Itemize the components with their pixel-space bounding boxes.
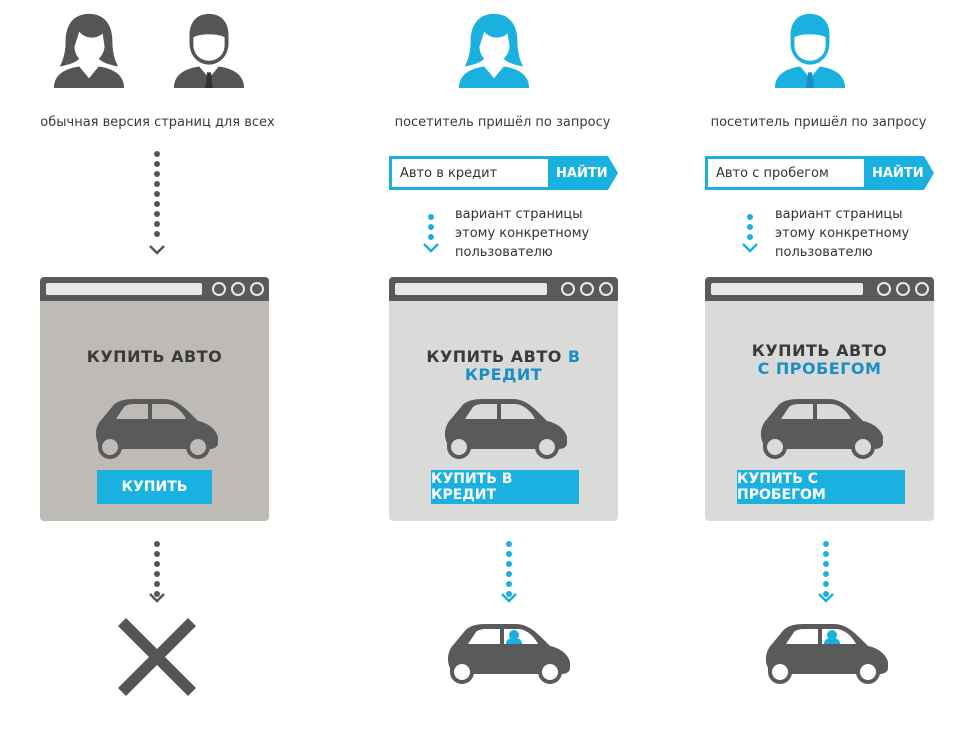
page-title: КУПИТЬ АВТО xyxy=(86,347,223,366)
browser-titlebar xyxy=(40,277,269,301)
page-title: КУПИТЬ АВТО С ПРОБЕГОМ xyxy=(751,341,888,378)
browser-window-common: КУПИТЬ АВТО КУПИТЬ xyxy=(40,277,269,521)
search-button[interactable]: НАЙТИ xyxy=(548,156,618,190)
variant-line: вариант страницы xyxy=(455,207,583,222)
browser-window-credit: КУПИТЬ АВТО В КРЕДИТ КУПИТЬ В КРЕДИТ xyxy=(389,277,618,521)
variant-note: вариант страницы этому конкретному польз… xyxy=(775,205,909,262)
dotted-arrow xyxy=(153,151,161,241)
browser-titlebar xyxy=(389,277,618,301)
variant-line: пользователю xyxy=(455,245,553,260)
man-avatar-icon xyxy=(173,13,245,88)
chevron-down-icon xyxy=(149,245,165,255)
woman-avatar-icon xyxy=(53,13,125,88)
window-control-icon xyxy=(250,282,264,296)
search-bar-used[interactable]: Авто с пробегом НАЙТИ xyxy=(705,156,934,190)
window-control-icon xyxy=(231,282,245,296)
buy-credit-button[interactable]: КУПИТЬ В КРЕДИТ xyxy=(431,470,579,504)
dotted-arrow xyxy=(746,214,754,244)
dotted-arrow xyxy=(427,214,435,244)
car-icon xyxy=(444,399,567,459)
car-with-driver-icon xyxy=(765,624,888,684)
address-bar xyxy=(395,283,547,295)
variant-line: этому конкретному xyxy=(455,226,590,241)
window-control-icon xyxy=(561,282,575,296)
variant-note: вариант страницы этому конкретному польз… xyxy=(455,205,589,262)
window-control-icon xyxy=(212,282,226,296)
caption-query-credit: посетитель пришёл по запросу xyxy=(394,115,611,130)
buy-used-button[interactable]: КУПИТЬ С ПРОБЕГОМ xyxy=(737,470,905,504)
search-bar-credit[interactable]: Авто в кредит НАЙТИ xyxy=(389,156,618,190)
variant-line: пользователю xyxy=(775,245,873,260)
chevron-down-icon xyxy=(501,593,517,603)
chevron-down-icon xyxy=(149,593,165,603)
address-bar xyxy=(46,283,202,295)
car-icon xyxy=(760,399,883,459)
caption-common: обычная версия страниц для всех xyxy=(40,115,275,130)
car-with-driver-icon xyxy=(447,624,570,684)
variant-line: этому конкретному xyxy=(775,226,910,241)
browser-titlebar xyxy=(705,277,934,301)
search-input[interactable]: Авто с пробегом xyxy=(705,156,864,190)
chevron-down-icon xyxy=(818,593,834,603)
dotted-arrow xyxy=(153,541,161,601)
woman-avatar-icon xyxy=(458,13,530,88)
man-avatar-icon xyxy=(774,13,846,88)
reject-x-icon xyxy=(118,618,196,696)
window-control-icon xyxy=(877,282,891,296)
car-icon xyxy=(95,399,218,459)
search-button[interactable]: НАЙТИ xyxy=(864,156,934,190)
browser-window-used: КУПИТЬ АВТО С ПРОБЕГОМ КУПИТЬ С ПРОБЕГОМ xyxy=(705,277,934,521)
window-control-icon xyxy=(599,282,613,296)
caption-query-used: посетитель пришёл по запросу xyxy=(710,115,927,130)
window-control-icon xyxy=(896,282,910,296)
variant-line: вариант страницы xyxy=(775,207,903,222)
chevron-down-icon xyxy=(423,243,439,253)
chevron-down-icon xyxy=(742,243,758,253)
dotted-arrow xyxy=(822,541,830,601)
dotted-arrow xyxy=(505,541,513,601)
search-input[interactable]: Авто в кредит xyxy=(389,156,548,190)
page-title: КУПИТЬ АВТО В КРЕДИТ xyxy=(426,347,581,384)
address-bar xyxy=(711,283,863,295)
window-control-icon xyxy=(915,282,929,296)
window-control-icon xyxy=(580,282,594,296)
buy-button[interactable]: КУПИТЬ xyxy=(97,470,212,504)
